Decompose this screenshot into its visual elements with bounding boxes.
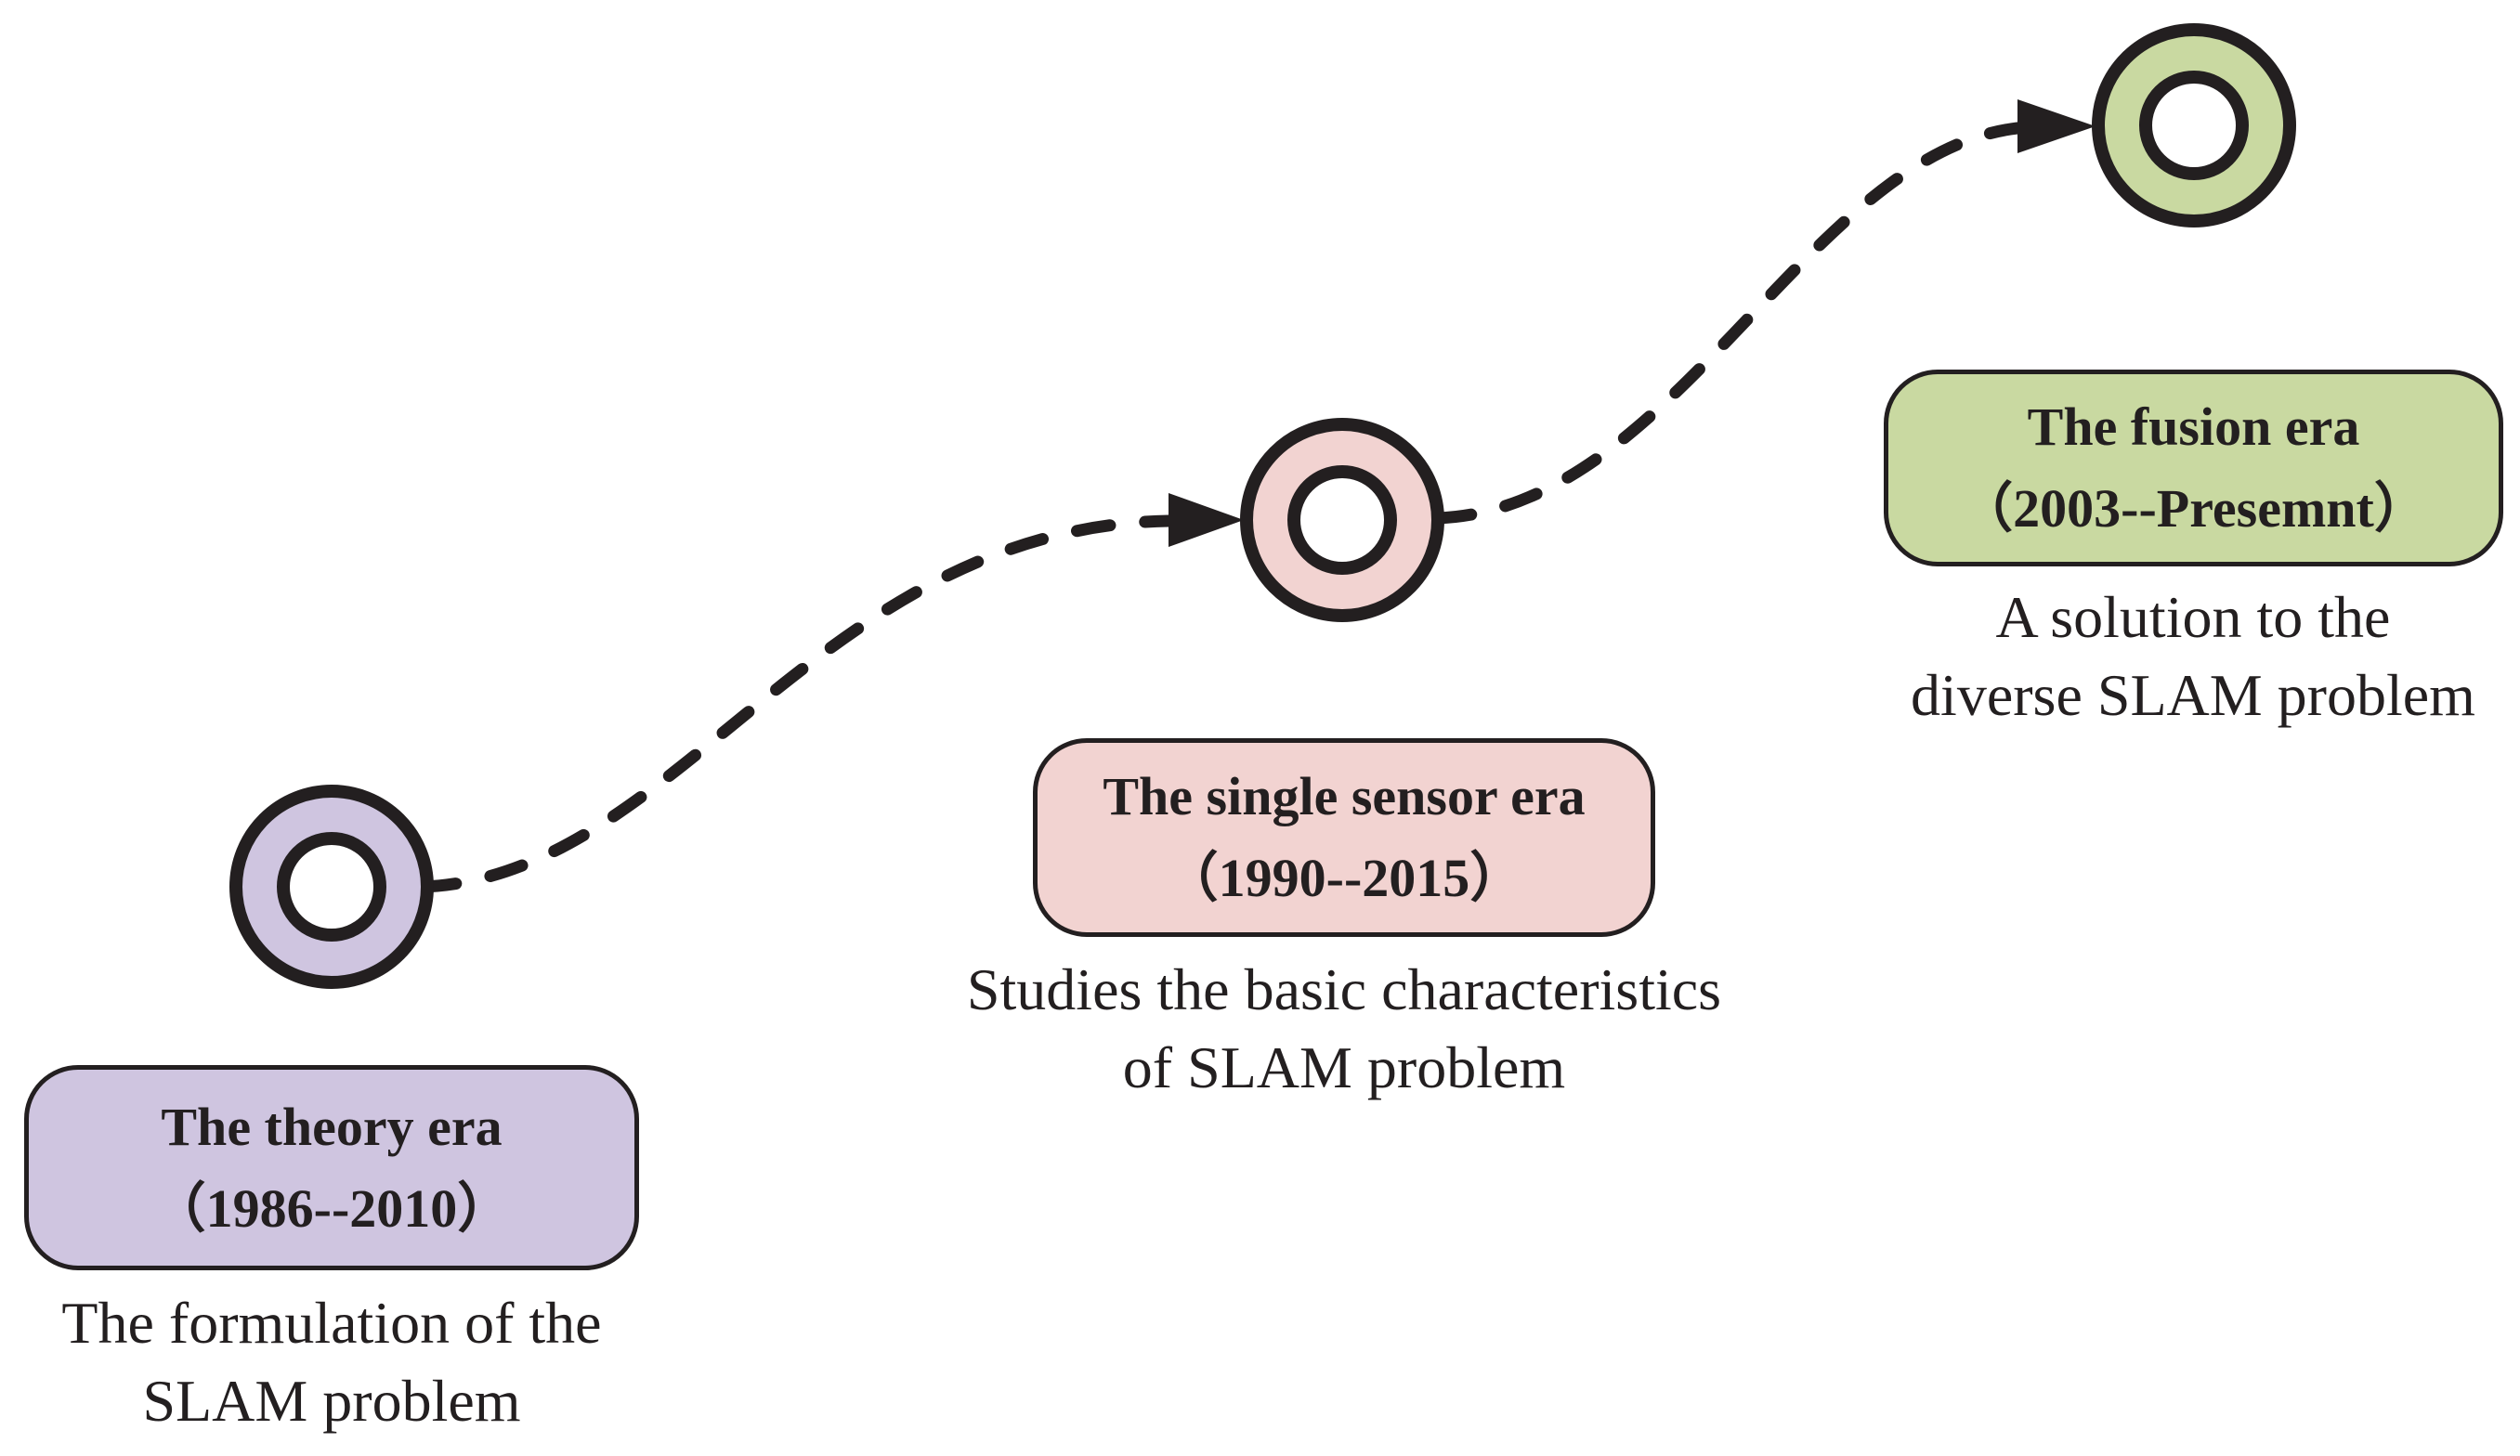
caption-theory: The formulation of the SLAM problem — [61, 1284, 601, 1440]
era-title: The fusion era — [2027, 396, 2360, 457]
node-inner-ring — [1287, 465, 1397, 575]
era-title: The theory era — [161, 1096, 503, 1157]
era-box-theory: The theory era （1986--2010） — [24, 1065, 639, 1270]
caption-single-sensor: Studies the basic characteristics of SLA… — [967, 951, 1721, 1107]
era-range: （1990--2015） — [1164, 848, 1524, 908]
era-box-fusion: The fusion era （2003--Presemnt） — [1884, 370, 2503, 566]
caption-line: A solution to the — [1995, 584, 2391, 650]
caption-line: diverse SLAM problem — [1911, 662, 2475, 728]
caption-fusion: A solution to the diverse SLAM problem — [1911, 578, 2475, 734]
caption-line: of SLAM problem — [1122, 1034, 1566, 1100]
arrowhead-icon — [1169, 493, 1244, 547]
era-box-single-sensor: The single sensor era （1990--2015） — [1033, 738, 1655, 937]
era-title: The single sensor era — [1103, 766, 1586, 826]
arrowhead-icon — [2017, 99, 2096, 153]
dashed-curve-single-sensor-to-fusion — [1431, 122, 2024, 525]
era-range: （1986--2010） — [151, 1177, 512, 1239]
node-inner-ring — [2139, 71, 2249, 180]
dashed-curve-theory-to-single-sensor — [416, 514, 1175, 893]
node-theory-era — [229, 785, 434, 989]
node-fusion-era — [2092, 23, 2296, 228]
era-range: （2003--Presemnt） — [1959, 478, 2428, 539]
caption-line: Studies the basic characteristics — [966, 956, 1722, 1022]
caption-line: SLAM problem — [142, 1368, 521, 1434]
node-inner-ring — [277, 832, 386, 942]
caption-line: The formulation of the — [61, 1290, 602, 1356]
node-single-sensor-era — [1240, 418, 1444, 622]
